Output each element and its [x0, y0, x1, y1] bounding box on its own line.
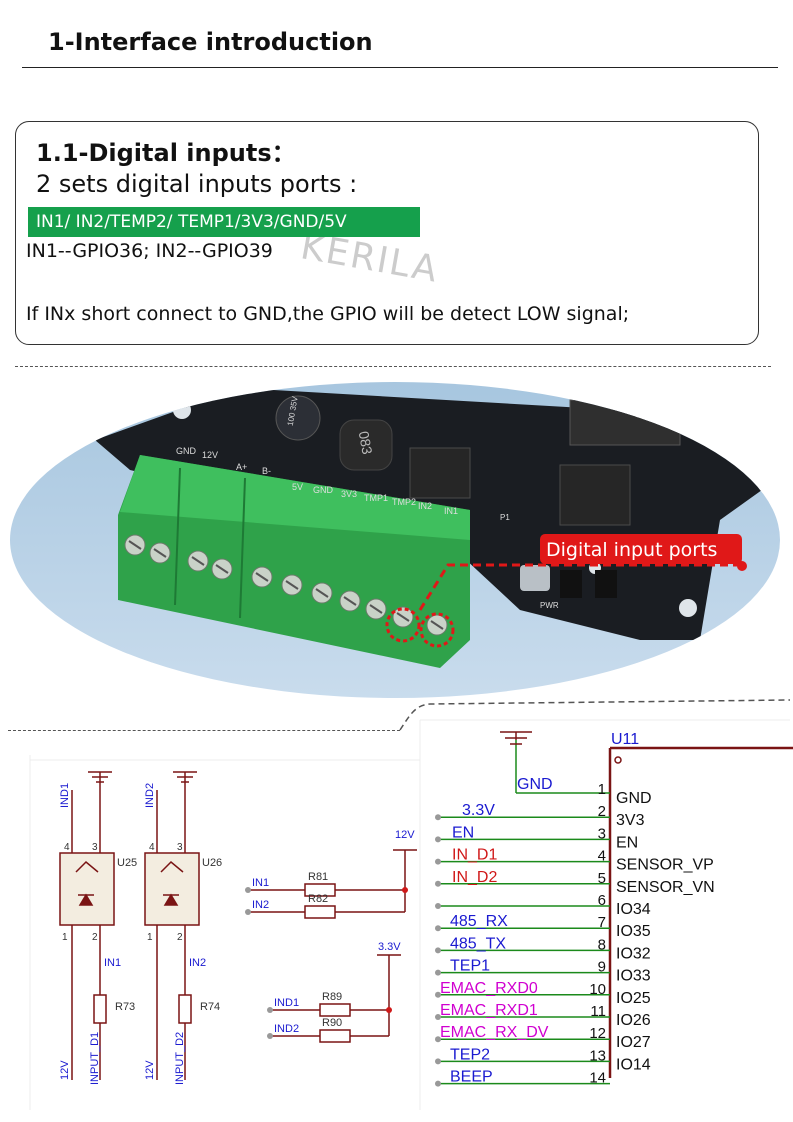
net-label-input-d1: INPUT_D1 — [89, 1032, 101, 1085]
ref-r89: R89 — [322, 991, 342, 1003]
title-divider — [22, 67, 778, 68]
module-pin-list: 1GND23V33.3V3ENEN4SENSOR_VPIN_D15SENSOR_… — [435, 781, 715, 1087]
ref-r74: R74 — [200, 1001, 220, 1013]
pin-number: 2 — [598, 803, 606, 820]
pin-number: 11 — [590, 1003, 606, 1020]
pin-number: 9 — [598, 959, 606, 976]
info-box — [15, 121, 759, 345]
ref-r81: R81 — [308, 871, 328, 883]
svg-text:3: 3 — [177, 842, 183, 853]
pin-name: EN — [616, 834, 638, 851]
pin-name: 3V3 — [616, 812, 645, 829]
svg-text:12V: 12V — [144, 1060, 156, 1080]
svg-text:IN2: IN2 — [252, 899, 269, 911]
pin-net-label: EMAC_RXD0 — [440, 980, 538, 997]
net-label-in1: IN1 — [104, 957, 121, 969]
pin-net-label: 3.3V — [462, 802, 495, 819]
pin-net-label: 485_RX — [450, 913, 508, 930]
pin-number: 8 — [598, 936, 606, 953]
pin-name: GND — [616, 790, 652, 807]
pins-highlight-badge: IN1/ IN2/TEMP2/ TEMP1/3V3/GND/5V — [28, 207, 420, 237]
pin-name: IO34 — [616, 901, 651, 918]
supply-12v: 12V — [395, 829, 415, 841]
pin-number: 4 — [598, 848, 606, 865]
svg-text:4: 4 — [64, 842, 70, 853]
pin-net-label: BEEP — [450, 1069, 493, 1086]
svg-text:1: 1 — [62, 932, 68, 943]
net-label-ind2: IND2 — [144, 783, 156, 808]
pin-net-label: IN_D2 — [452, 869, 497, 886]
section-subheading: 2 sets digital inputs ports : — [36, 170, 358, 198]
net-label-in2: IN2 — [189, 957, 206, 969]
section-heading: 1.1-Digital inputs： — [36, 139, 296, 167]
section-divider-top — [15, 366, 771, 367]
pin-name: SENSOR_VP — [616, 857, 714, 874]
optocoupler-u26 — [144, 790, 200, 1080]
pin-net-label: TEP1 — [450, 958, 490, 975]
pin-name: IO27 — [616, 1034, 651, 1051]
optocoupler-u25 — [59, 790, 115, 1080]
pin-net-label: EMAC_RXD1 — [440, 1002, 538, 1019]
pin-net-label: 485_TX — [450, 935, 506, 952]
pin-name: IO32 — [616, 945, 651, 962]
pin-name: SENSOR_VN — [616, 879, 715, 896]
page-title: 1-Interface introduction — [48, 28, 373, 56]
net-label-input-d2: INPUT_D2 — [174, 1032, 186, 1085]
pin-name: IO26 — [616, 1012, 651, 1029]
pin-number: 14 — [589, 1070, 606, 1087]
pin-number: 7 — [598, 914, 606, 931]
pin-name: IO35 — [616, 923, 651, 940]
pin-name: IO14 — [616, 1056, 651, 1073]
pin-net-label: EN — [452, 824, 474, 841]
pin-number: 10 — [589, 981, 606, 998]
svg-text:IND1: IND1 — [274, 997, 299, 1009]
module-u11 — [500, 731, 793, 1078]
svg-text:IND2: IND2 — [274, 1023, 299, 1035]
pin-number: 5 — [598, 870, 606, 887]
pullup-12v-network — [250, 849, 417, 919]
supply-3v3: 3.3V — [378, 941, 401, 953]
pin-net-label: TEP2 — [450, 1046, 490, 1063]
pin-net-label: IN_D1 — [452, 847, 497, 864]
pin-name: IO33 — [616, 968, 651, 985]
ref-u11: U11 — [611, 731, 639, 748]
pin-number: 1 — [598, 781, 606, 798]
ref-u25: U25 — [117, 857, 137, 869]
svg-text:2: 2 — [92, 932, 98, 943]
low-signal-note: If INx short connect to GND,the GPIO wil… — [26, 303, 630, 325]
svg-text:1: 1 — [147, 932, 153, 943]
pin-number: 12 — [589, 1025, 606, 1042]
ref-r82: R82 — [308, 893, 328, 905]
svg-text:IN1: IN1 — [252, 877, 269, 889]
net-label-ind1: IND1 — [59, 783, 71, 808]
svg-text:12V: 12V — [59, 1060, 71, 1080]
ref-r90: R90 — [322, 1017, 342, 1029]
schematic-grid — [29, 719, 790, 1110]
pin-number: 13 — [589, 1047, 606, 1064]
pin-number: 3 — [598, 825, 606, 842]
pullup-33v-network — [272, 954, 401, 1043]
ref-u26: U26 — [202, 857, 222, 869]
ground-icon — [500, 731, 532, 745]
ground-icon — [88, 771, 197, 790]
pin-name: IO25 — [616, 990, 651, 1007]
net-label-gnd: GND — [517, 776, 553, 793]
pin-number: 6 — [598, 892, 606, 909]
svg-text:2: 2 — [177, 932, 183, 943]
pin-net-label: EMAC_RX_DV — [440, 1024, 549, 1041]
section-divider-left — [8, 730, 400, 731]
gpio-mapping-text: IN1--GPIO36; IN2--GPIO39 — [26, 240, 273, 262]
svg-text:3: 3 — [92, 842, 98, 853]
svg-text:4: 4 — [149, 842, 155, 853]
ref-r73: R73 — [115, 1001, 135, 1013]
